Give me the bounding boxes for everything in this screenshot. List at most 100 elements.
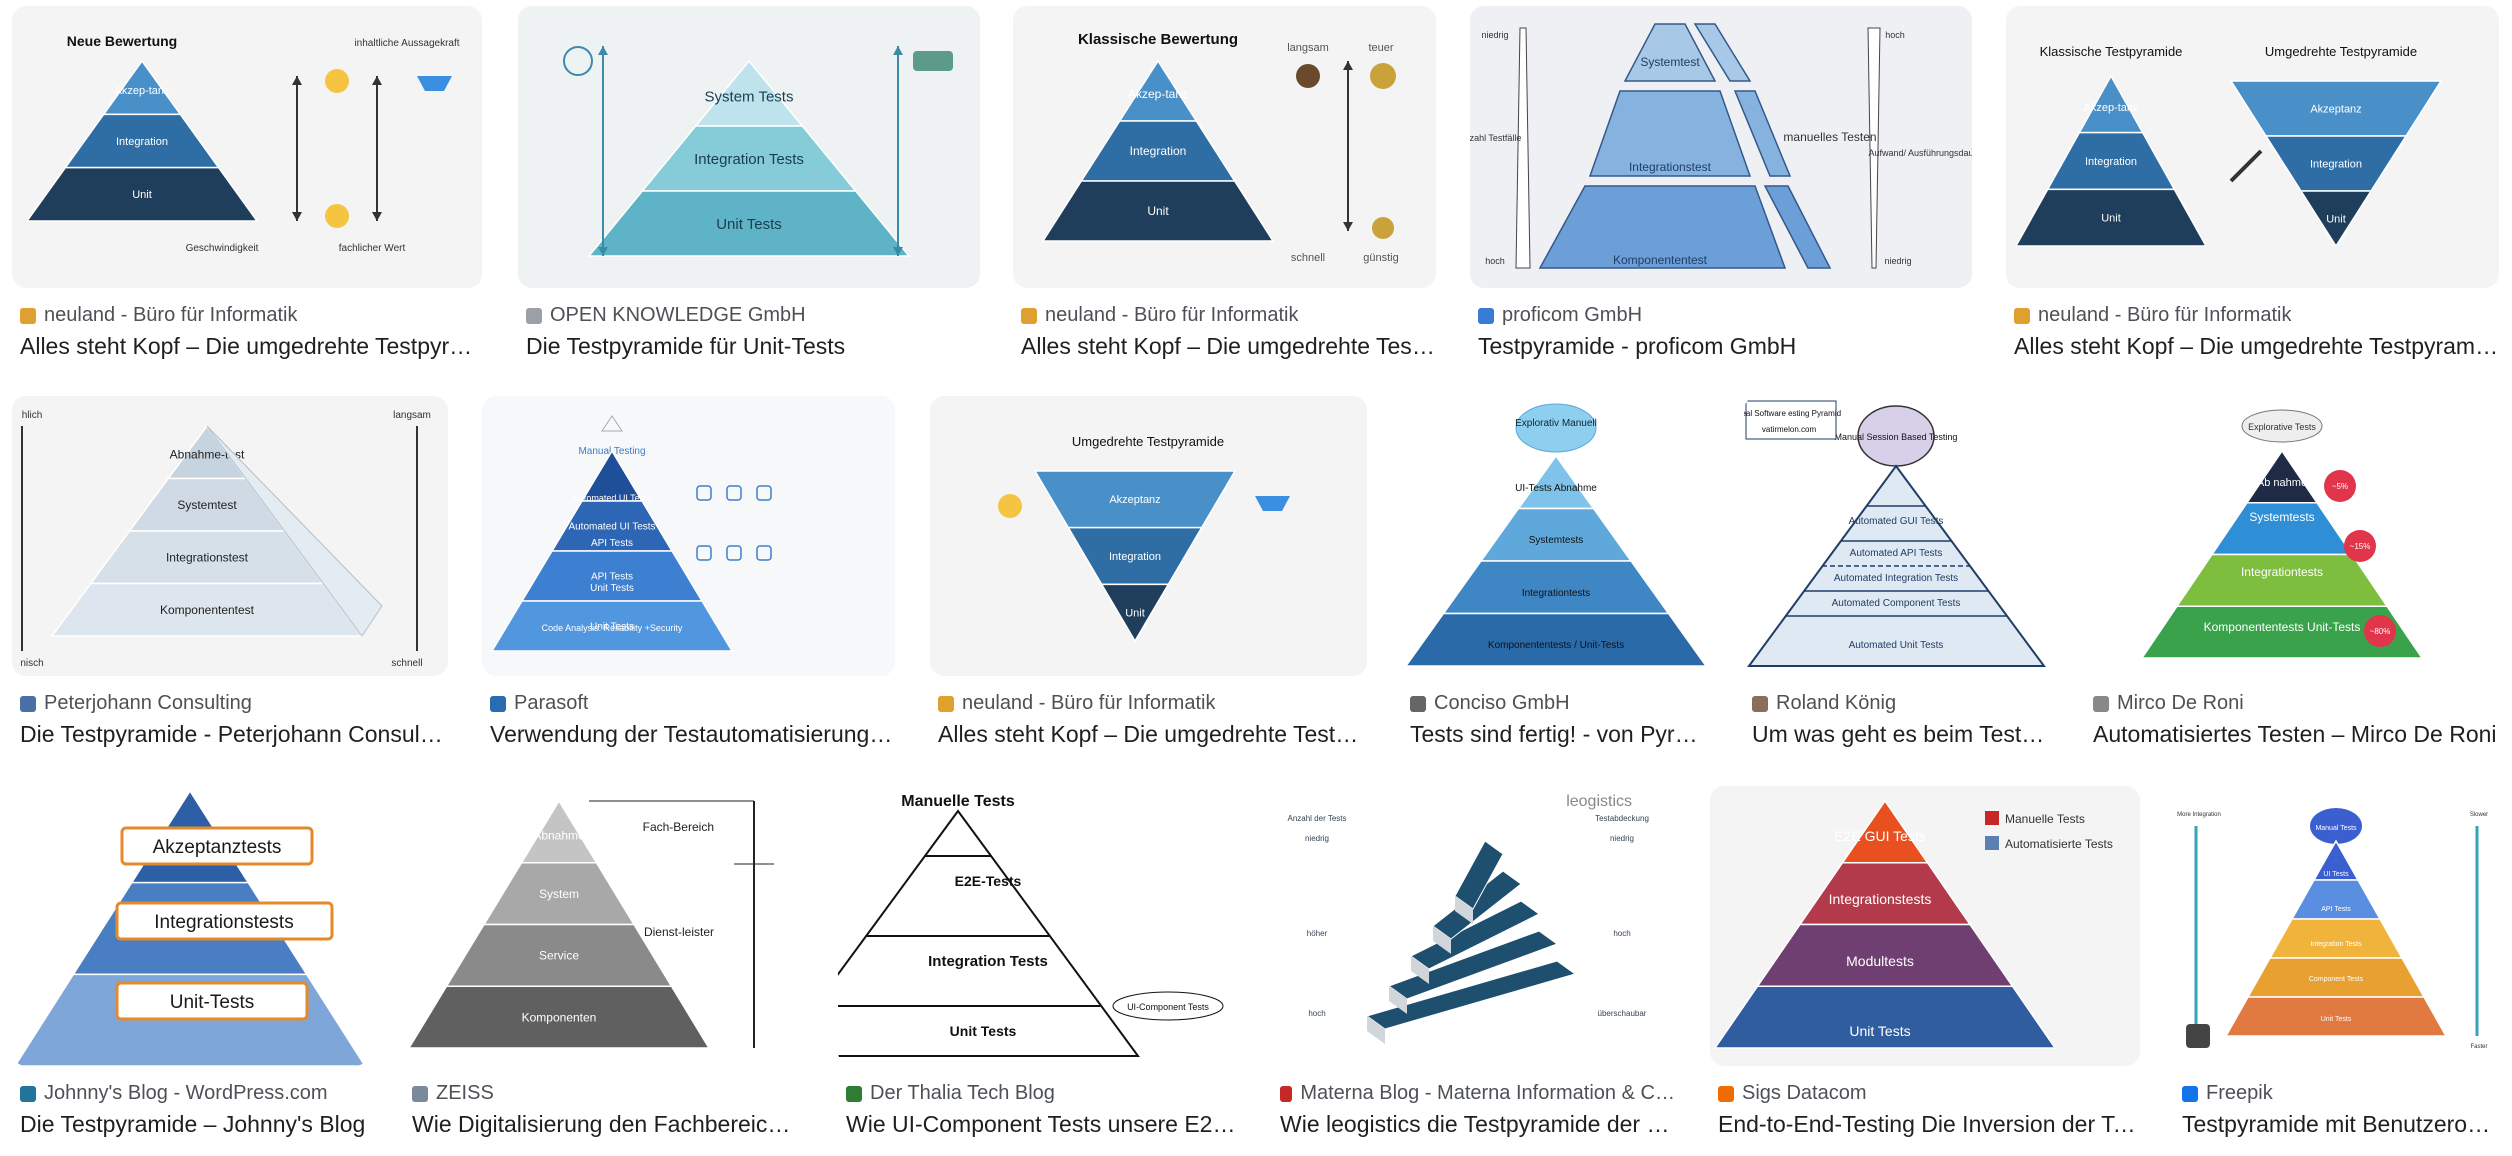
result-source[interactable]: Freepik: [2182, 1082, 2273, 1105]
money-bag-icon: [1372, 217, 1394, 239]
pyramid-layer: [2014, 188, 2208, 247]
result-source[interactable]: Materna Blog - Materna Information & Com…: [1280, 1082, 1677, 1105]
diagram-label: niedrig: [1305, 834, 1329, 843]
result-title-link[interactable]: Alles steht Kopf – Die umgedrehte Testpy…: [1021, 333, 1436, 359]
result-title-link[interactable]: Testpyramide - proficom GmbH: [1478, 333, 1797, 359]
diagram-label: Manuelle Tests: [901, 793, 1015, 810]
site-favicon-icon: [1718, 1085, 1734, 1102]
result-title-link[interactable]: Automatisiertes Testen – Mirco De Roni: [2093, 721, 2497, 747]
site-favicon-icon: [1410, 695, 1426, 712]
result-source[interactable]: Mirco De Roni: [2093, 692, 2244, 715]
result-title-link[interactable]: Verwendung der Testautomatisierungspyram…: [490, 721, 895, 747]
site-favicon-icon: [20, 307, 36, 324]
diagram-label: Klassische Bewertung: [1078, 31, 1238, 48]
result-source[interactable]: Peterjohann Consulting: [20, 692, 252, 715]
diagram-label: Automated UI Tests: [573, 493, 652, 503]
result-source[interactable]: Der Thalia Tech Blog: [846, 1082, 1055, 1105]
diagram-label: Akzep-tanz: [114, 85, 169, 97]
result-source[interactable]: neuland - Büro für Informatik: [2014, 304, 2291, 327]
result-source[interactable]: Johnny's Blog - WordPress.com: [20, 1082, 328, 1105]
snail-icon: [563, 46, 593, 76]
result-source[interactable]: ZEISS: [412, 1082, 494, 1105]
manual-layer: [1763, 185, 1832, 269]
site-favicon-icon: [2014, 307, 2030, 324]
result-title-link[interactable]: Wie UI-Component Tests unsere E2E-Tests …: [846, 1111, 1238, 1137]
result-title-link[interactable]: Testpyramide mit Benutzeroberfläche: [2182, 1111, 2499, 1137]
result-source[interactable]: neuland - Büro für Informatik: [1021, 304, 1298, 327]
result-source[interactable]: proficom GmbH: [1478, 304, 1642, 327]
diagram-label: Component Tests: [2309, 976, 2364, 983]
result-title-link[interactable]: Alles steht Kopf – Die umgedrehte Testpy…: [20, 333, 482, 359]
diagram-label: Unit Tests: [590, 622, 634, 633]
source-name: neuland - Büro für Informatik: [2038, 304, 2292, 326]
result-title-link[interactable]: Tests sind fertig! - von Pyramiden und E…: [1410, 721, 1710, 747]
result-title-link[interactable]: Um was geht es beim Testen?: [1752, 721, 2051, 747]
result-source[interactable]: neuland - Büro für Informatik: [20, 304, 297, 327]
result-source[interactable]: Roland König: [1752, 692, 1896, 715]
thumbnail-diagram: Abnahme-testSystemtestIntegrationstestKo…: [20, 410, 431, 669]
diamond-icon: [1255, 496, 1290, 511]
result-title-link[interactable]: Alles steht Kopf – Die umgedrehte Testpy…: [938, 721, 1367, 747]
result-source[interactable]: Parasoft: [490, 692, 588, 715]
result-title-link[interactable]: Wie Digitalisierung den Fachbereich verä…: [412, 1111, 802, 1137]
result-title-link[interactable]: Alles steht Kopf – Die umgedrehte Testpy…: [2014, 333, 2499, 359]
result-source[interactable]: Conciso GmbH: [1410, 692, 1570, 715]
source-name: Johnny's Blog - WordPress.com: [44, 1082, 328, 1104]
pyramid-layer: [407, 985, 711, 1049]
result-title-link[interactable]: Die Testpyramide – Johnny's Blog: [20, 1111, 366, 1137]
result-source[interactable]: OPEN KNOWLEDGE GmbH: [526, 304, 806, 327]
source-name: Der Thalia Tech Blog: [870, 1082, 1055, 1104]
pyramid-layer: [25, 166, 259, 222]
result-title-link[interactable]: Die Testpyramide für Unit-Tests: [526, 333, 846, 359]
result-source[interactable]: neuland - Büro für Informatik: [938, 692, 1215, 715]
diagram-label: Unit Tests: [950, 1023, 1017, 1039]
diagram-label: ~80%: [2370, 627, 2391, 636]
diagram-label: Slower: [2470, 812, 2488, 818]
diagram-label: Automated API Tests: [1850, 548, 1943, 559]
diagram-label: Integrationstest: [1629, 160, 1712, 174]
diagram-label: niedrig: [1610, 834, 1634, 843]
result-title-link[interactable]: End-to-End-Testing Die Inversion der Tes…: [1718, 1111, 2140, 1137]
diagram-label: deal Software esting Pyramid: [1744, 409, 1841, 418]
pyramid-layer: [2224, 996, 2448, 1037]
result-title-link[interactable]: Die Testpyramide - Peterjohann Consultin…: [20, 721, 448, 747]
result-source[interactable]: Sigs Datacom: [1718, 1082, 1867, 1105]
stair-block: [1365, 960, 1577, 1030]
result-title-link[interactable]: Wie leogistics die Testpyramide der SAP …: [1280, 1111, 1677, 1137]
